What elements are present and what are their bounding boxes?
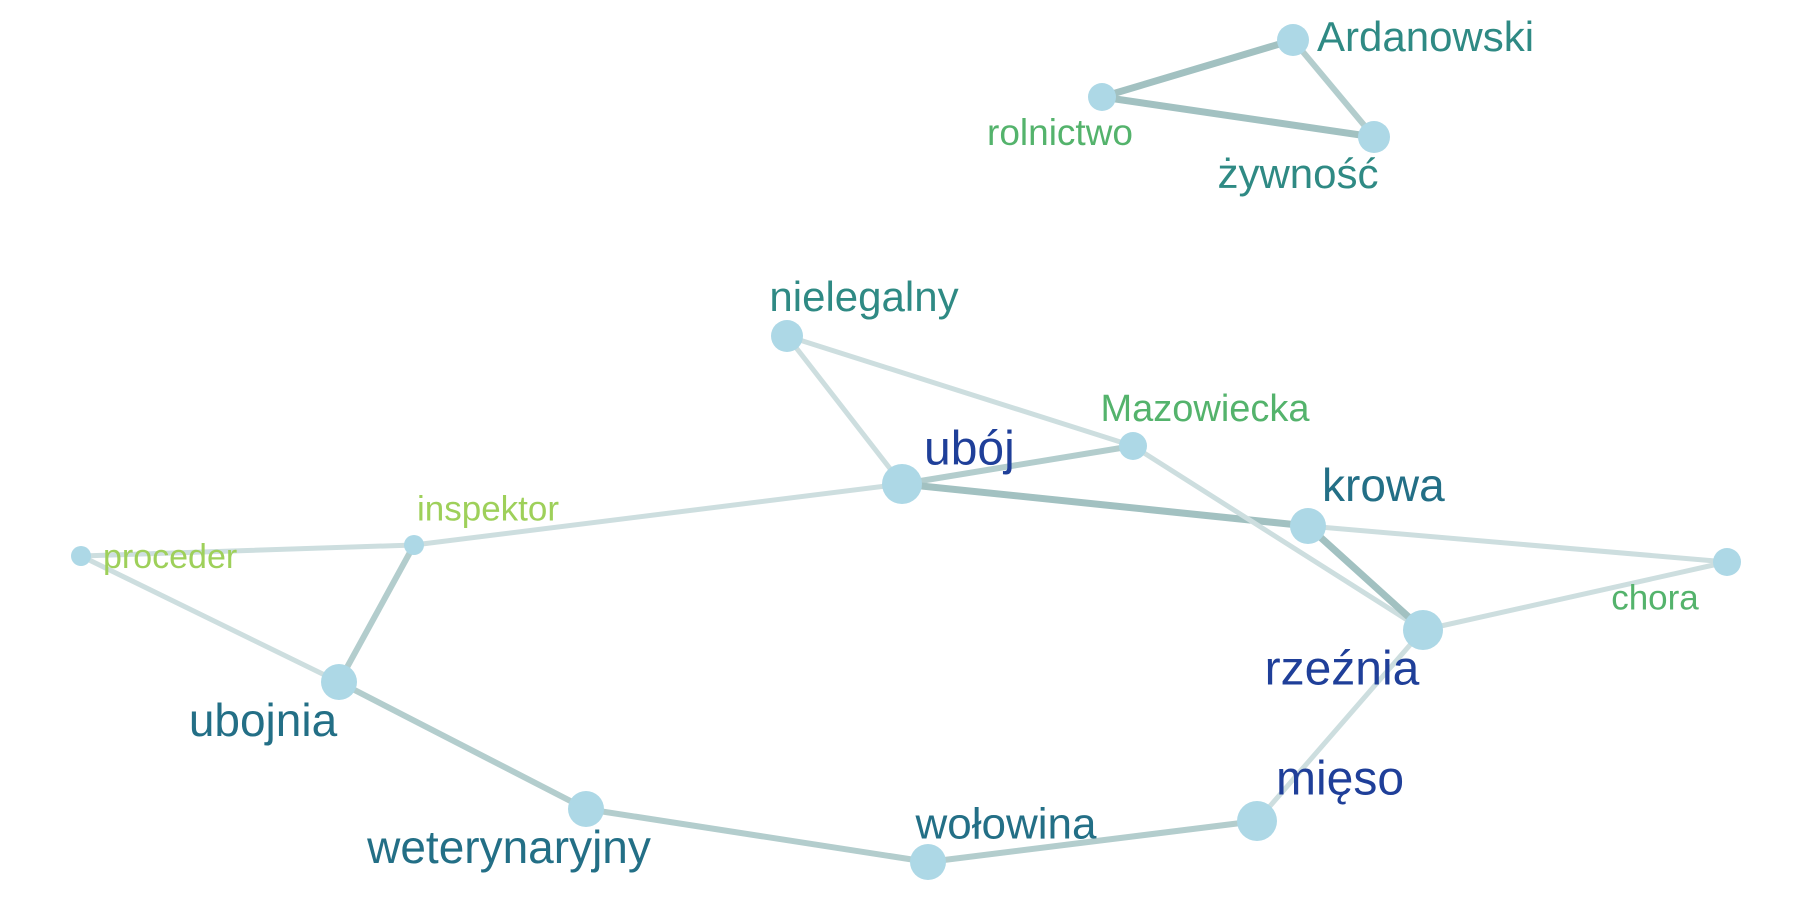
edge-rzeznia-mieso — [1254, 627, 1426, 824]
node-label-wolowina: wołowina — [915, 800, 1098, 849]
node-label-krowa: krowa — [1322, 459, 1445, 511]
edge-uboj-mazowiecka — [899, 443, 1136, 487]
edge-rolnictwo-zywnosc — [1098, 93, 1378, 141]
node-ubojnia — [321, 664, 357, 700]
edge-ardanowski-zywnosc — [1290, 37, 1377, 140]
node-rolnictwo — [1088, 83, 1116, 111]
node-ardanowski — [1277, 24, 1309, 56]
node-label-uboj: ubój — [924, 423, 1015, 476]
node-nielegalny — [771, 320, 803, 352]
edge-rzeznia-chora — [1420, 559, 1730, 633]
label-layer: Ardanowski rolnictwo żywność nielegalnyMazo… — [103, 13, 1699, 873]
node-label-ubojnia: ubojnia — [189, 694, 338, 746]
node-weterynaryjny — [568, 791, 604, 827]
node-uboj — [882, 464, 922, 504]
node-label-rolnictwo: rolnictwo — [987, 112, 1133, 153]
node-zywnosc — [1358, 121, 1390, 153]
node-label-weterynaryjny: weterynaryjny — [366, 821, 651, 873]
node-layer — [71, 24, 1741, 880]
node-wolowina — [910, 844, 946, 880]
node-krowa — [1290, 508, 1326, 544]
node-label-ardanowski: Ardanowski — [1317, 13, 1534, 60]
node-label-rzeznia: rzeźnia — [1265, 643, 1420, 696]
edge-mazowiecka-rzeznia — [1130, 443, 1426, 633]
edge-layer — [78, 36, 1730, 865]
node-label-nielegalny: nielegalny — [769, 273, 958, 320]
edge-nielegalny-uboj — [784, 333, 905, 487]
edge-ubojnia-weterynaryjny — [336, 679, 589, 812]
edge-proceder-ubojnia — [78, 553, 342, 685]
node-inspektor — [404, 535, 424, 555]
node-mieso — [1237, 801, 1277, 841]
node-label-chora: chora — [1611, 578, 1699, 617]
node-mazowiecka — [1119, 432, 1147, 460]
node-label-mazowiecka: Mazowiecka — [1100, 388, 1310, 430]
edge-inspektor-ubojnia — [336, 542, 417, 685]
edge-krowa-rzeznia — [1304, 522, 1427, 634]
edge-wolowina-mieso — [925, 818, 1260, 865]
node-label-zywnosc: żywność — [1217, 150, 1378, 197]
edge-weterynaryjny-wolowina — [583, 806, 931, 865]
node-label-inspektor: inspektor — [417, 489, 559, 528]
edge-uboj-krowa — [898, 480, 1312, 530]
node-label-mieso: mięso — [1276, 753, 1404, 806]
edge-uboj-inspektor — [411, 481, 905, 548]
node-rzeznia — [1403, 610, 1443, 650]
node-label-proceder: proceder — [103, 538, 237, 576]
edge-rolnictwo-ardanowski — [1098, 36, 1297, 101]
edge-inspektor-proceder — [78, 542, 417, 559]
node-proceder — [71, 546, 91, 566]
edge-krowa-chora — [1305, 523, 1730, 565]
node-chora — [1713, 548, 1741, 576]
edge-nielegalny-mazowiecka — [784, 333, 1136, 449]
